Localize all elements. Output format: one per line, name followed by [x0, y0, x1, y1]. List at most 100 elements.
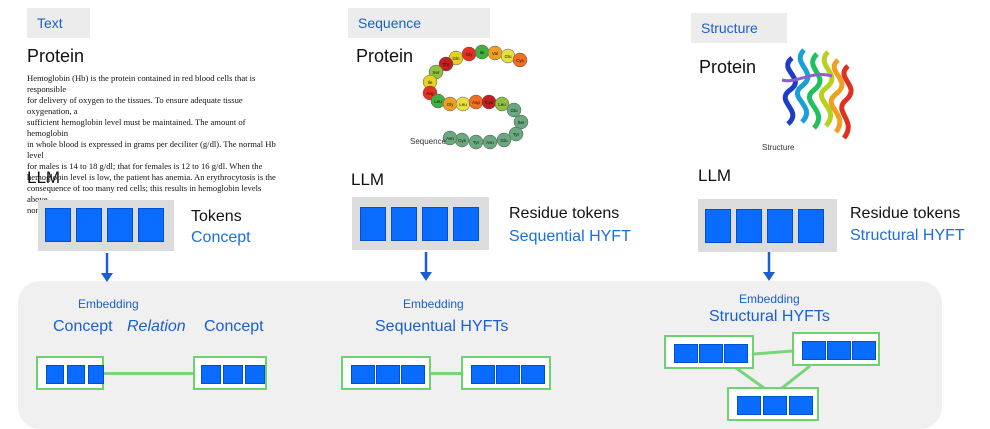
token	[699, 344, 723, 363]
amino-acid-bead	[506, 102, 522, 118]
token	[401, 365, 425, 384]
token	[767, 209, 793, 243]
token	[360, 207, 386, 241]
amino-acid-label: Glu	[500, 138, 508, 143]
amino-acid-label: Asn	[446, 136, 454, 141]
amino-acid-label: Cys	[458, 138, 466, 143]
token	[76, 208, 102, 242]
hyft-box	[341, 356, 431, 390]
amino-acid-label: Gly	[466, 52, 474, 57]
arrow-down-icon	[763, 252, 775, 281]
token	[67, 365, 85, 384]
col1-embedding-label: Embedding	[78, 297, 139, 311]
token	[351, 365, 375, 384]
amino-acid-label: Cys	[516, 58, 524, 63]
hemoglobin-paragraph: Hemoglobin (Hb) is the protein contained…	[27, 73, 279, 216]
amino-acid-bead	[438, 56, 454, 72]
col3-token-sub: Structural HYFT	[850, 227, 965, 244]
amino-acid-label: Leu	[498, 102, 506, 107]
amino-acid-label: Ile	[480, 50, 485, 55]
col2-token-box	[352, 197, 489, 250]
concept-left: Concept	[53, 318, 113, 335]
amino-acid-bead	[512, 52, 528, 68]
token	[88, 365, 104, 384]
token	[391, 207, 417, 241]
amino-acid-bead	[468, 134, 484, 150]
col3-token-box	[698, 199, 837, 252]
arrow-down-icon	[420, 252, 432, 281]
token	[724, 344, 748, 363]
paragraph-line: hemoglobin level is low, the patient has…	[27, 172, 276, 182]
token	[737, 396, 761, 415]
col1-token-box	[38, 200, 174, 251]
amino-acid-label: Arg	[426, 91, 434, 96]
hyft-box	[664, 335, 754, 369]
col3-embedding-label: Embedding	[739, 292, 800, 306]
structure-caption: Structure	[762, 143, 795, 152]
relation-label: Relation	[127, 318, 186, 335]
token	[852, 341, 876, 360]
amino-acid-label: Tyr	[513, 132, 520, 137]
hyft-box	[36, 356, 104, 390]
amino-acid-label: Tyr	[473, 140, 480, 145]
col1-token-label: Tokens	[191, 208, 242, 225]
amino-acid-label: Leu	[459, 102, 467, 107]
amino-acid-bead	[494, 96, 510, 112]
sequential-hyfts-label: Sequentual HYFTs	[375, 318, 509, 335]
amino-acid-label: Thr	[443, 62, 450, 67]
hyft-box	[727, 387, 819, 421]
amino-acid-label: Ser	[432, 70, 440, 75]
hyft-box	[193, 356, 267, 390]
token	[802, 341, 826, 360]
amino-acid-bead	[496, 132, 512, 148]
col2-token-sub: Sequential HYFT	[509, 228, 631, 245]
token	[107, 208, 133, 242]
col1-token-sub: Concept	[191, 229, 251, 246]
tag-structure: Structure	[691, 13, 787, 43]
amino-acid-label: Glu	[510, 108, 518, 113]
tag-text: Text	[27, 8, 90, 38]
paragraph-line: consequence of too many red cells; this …	[27, 183, 262, 204]
token	[789, 396, 813, 415]
col1-llm-label: LLM	[27, 168, 61, 187]
amino-acid-label: Asp	[472, 100, 480, 105]
token	[705, 209, 731, 243]
token	[736, 209, 762, 243]
token	[201, 365, 221, 384]
structural-links	[735, 349, 811, 390]
token	[453, 207, 479, 241]
concept-right: Concept	[204, 318, 264, 335]
token	[827, 341, 851, 360]
paragraph-line: for males is 14 to 18 g/dl; that for fem…	[27, 161, 263, 171]
token	[223, 365, 243, 384]
col2-embedding-label: Embedding	[403, 297, 464, 311]
col2-token-label: Residue tokens	[509, 205, 620, 222]
amino-acid-label: Ile	[428, 80, 433, 85]
paragraph-line: for delivery of oxygen to the tissues. T…	[27, 95, 243, 116]
token	[798, 209, 824, 243]
col1-heading: Protein	[27, 46, 85, 66]
sequence-caption: Sequence	[410, 137, 447, 146]
token	[496, 365, 520, 384]
paragraph-line: in whole blood is expressed in grams per…	[27, 139, 276, 160]
protein-structure-image: Structure	[762, 48, 854, 152]
amino-acid-bead	[508, 126, 524, 142]
col2-llm-label: LLM	[351, 170, 385, 189]
paragraph-line: Hemoglobin (Hb) is the protein contained…	[27, 73, 256, 94]
token	[521, 365, 545, 384]
hyft-link	[431, 372, 463, 375]
token	[422, 207, 448, 241]
amino-acid-bead	[442, 130, 458, 146]
token	[245, 365, 265, 384]
token	[138, 208, 164, 242]
paragraph-line: sufficient hemoglobin level must be main…	[27, 117, 246, 138]
amino-acid-label: Ser	[517, 120, 525, 125]
token	[471, 365, 495, 384]
token	[763, 396, 787, 415]
hyft-box	[461, 356, 551, 390]
amino-acid-label: Gln	[452, 56, 460, 61]
col3-token-label: Residue tokens	[850, 205, 961, 222]
amino-acid-label: Gly	[447, 102, 455, 107]
token	[674, 344, 698, 363]
